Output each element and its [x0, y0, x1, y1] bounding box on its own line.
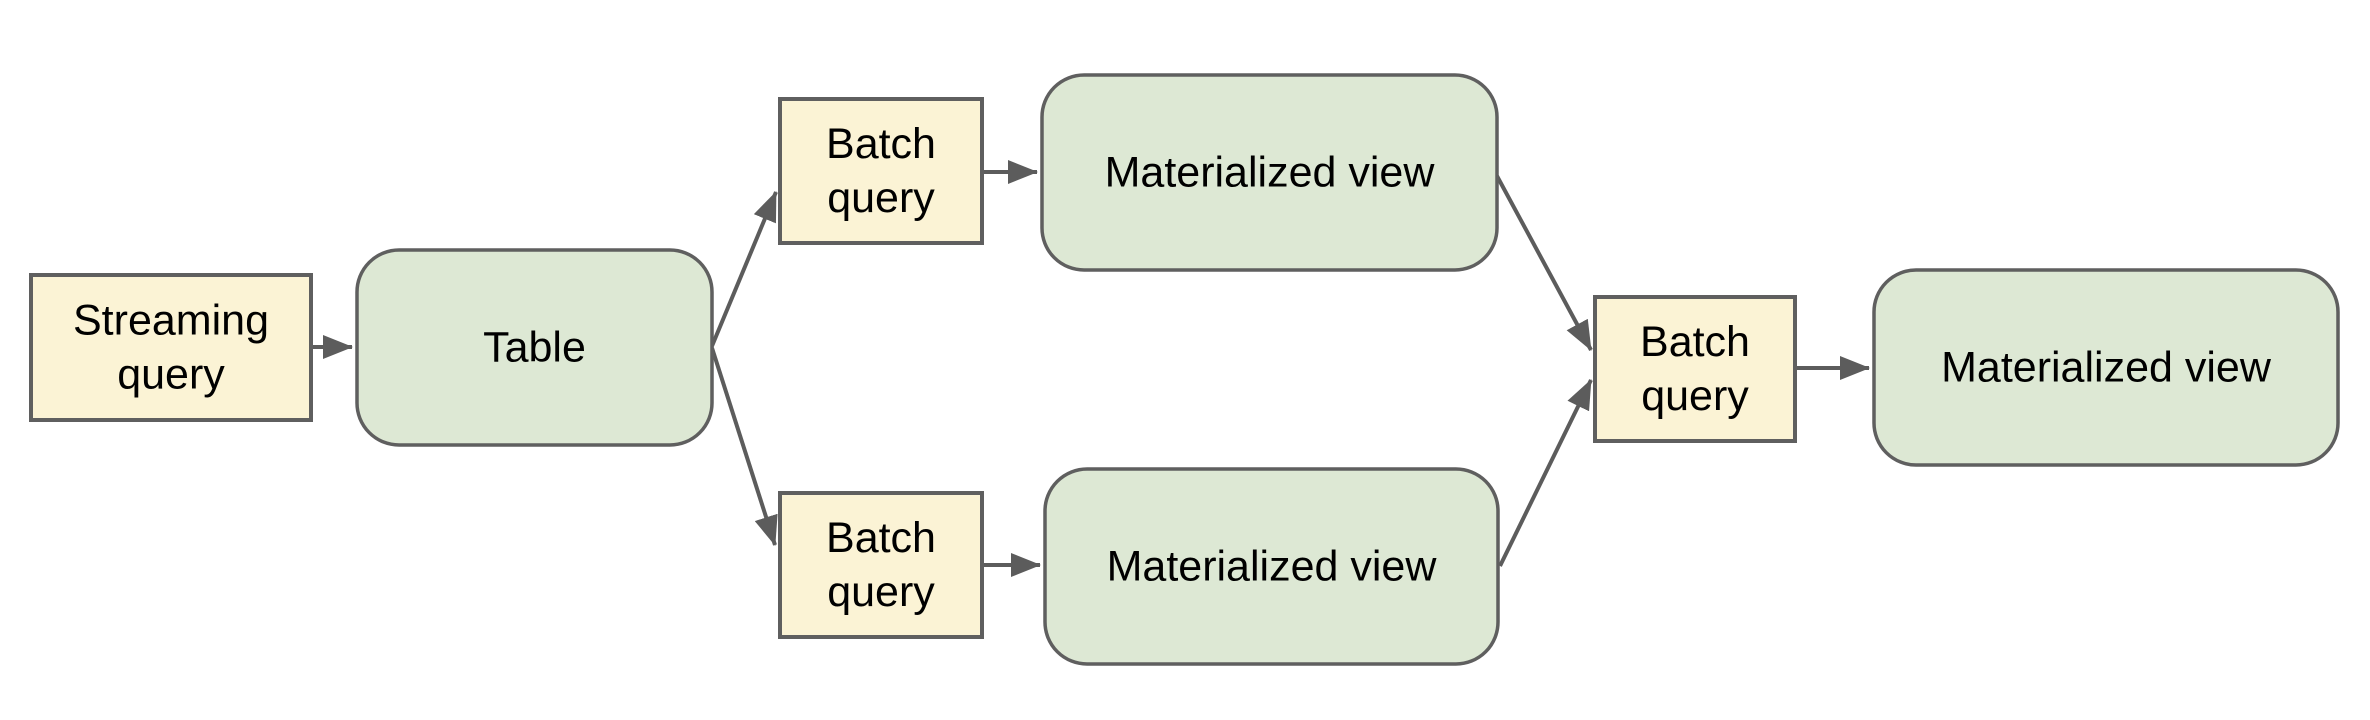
table-shape — [355, 248, 714, 447]
batch-query-top-shape — [778, 97, 984, 245]
materialized-view-bottom-shape — [1043, 467, 1500, 666]
materialized-view-bottom-label: Materialized view — [1107, 543, 1438, 591]
node-table: Table — [355, 248, 714, 447]
streaming-query-shape — [29, 273, 313, 422]
edge-table-to-batch-bottom — [710, 347, 778, 546]
edge-table-to-batch-top — [710, 191, 778, 347]
table-label: Table — [483, 324, 586, 372]
materialized-view-right-label: Materialized view — [1941, 344, 2272, 392]
node-materialized-view-right: Materialized view — [1872, 268, 2340, 467]
materialized-view-top-shape — [1040, 73, 1499, 272]
edge-mv-top-to-batch-right — [1495, 175, 1593, 351]
materialized-view-top-label: Materialized view — [1105, 149, 1436, 197]
batch-query-bottom-shape — [778, 491, 984, 639]
node-materialized-view-top: Materialized view — [1040, 73, 1499, 272]
edges-layer — [311, 160, 1870, 577]
edge-mv-bottom-to-batch-right — [1498, 379, 1593, 567]
node-materialized-view-bottom: Materialized view — [1043, 467, 1500, 666]
batch-query-right-shape — [1593, 295, 1797, 443]
materialized-view-right-shape — [1872, 268, 2340, 467]
